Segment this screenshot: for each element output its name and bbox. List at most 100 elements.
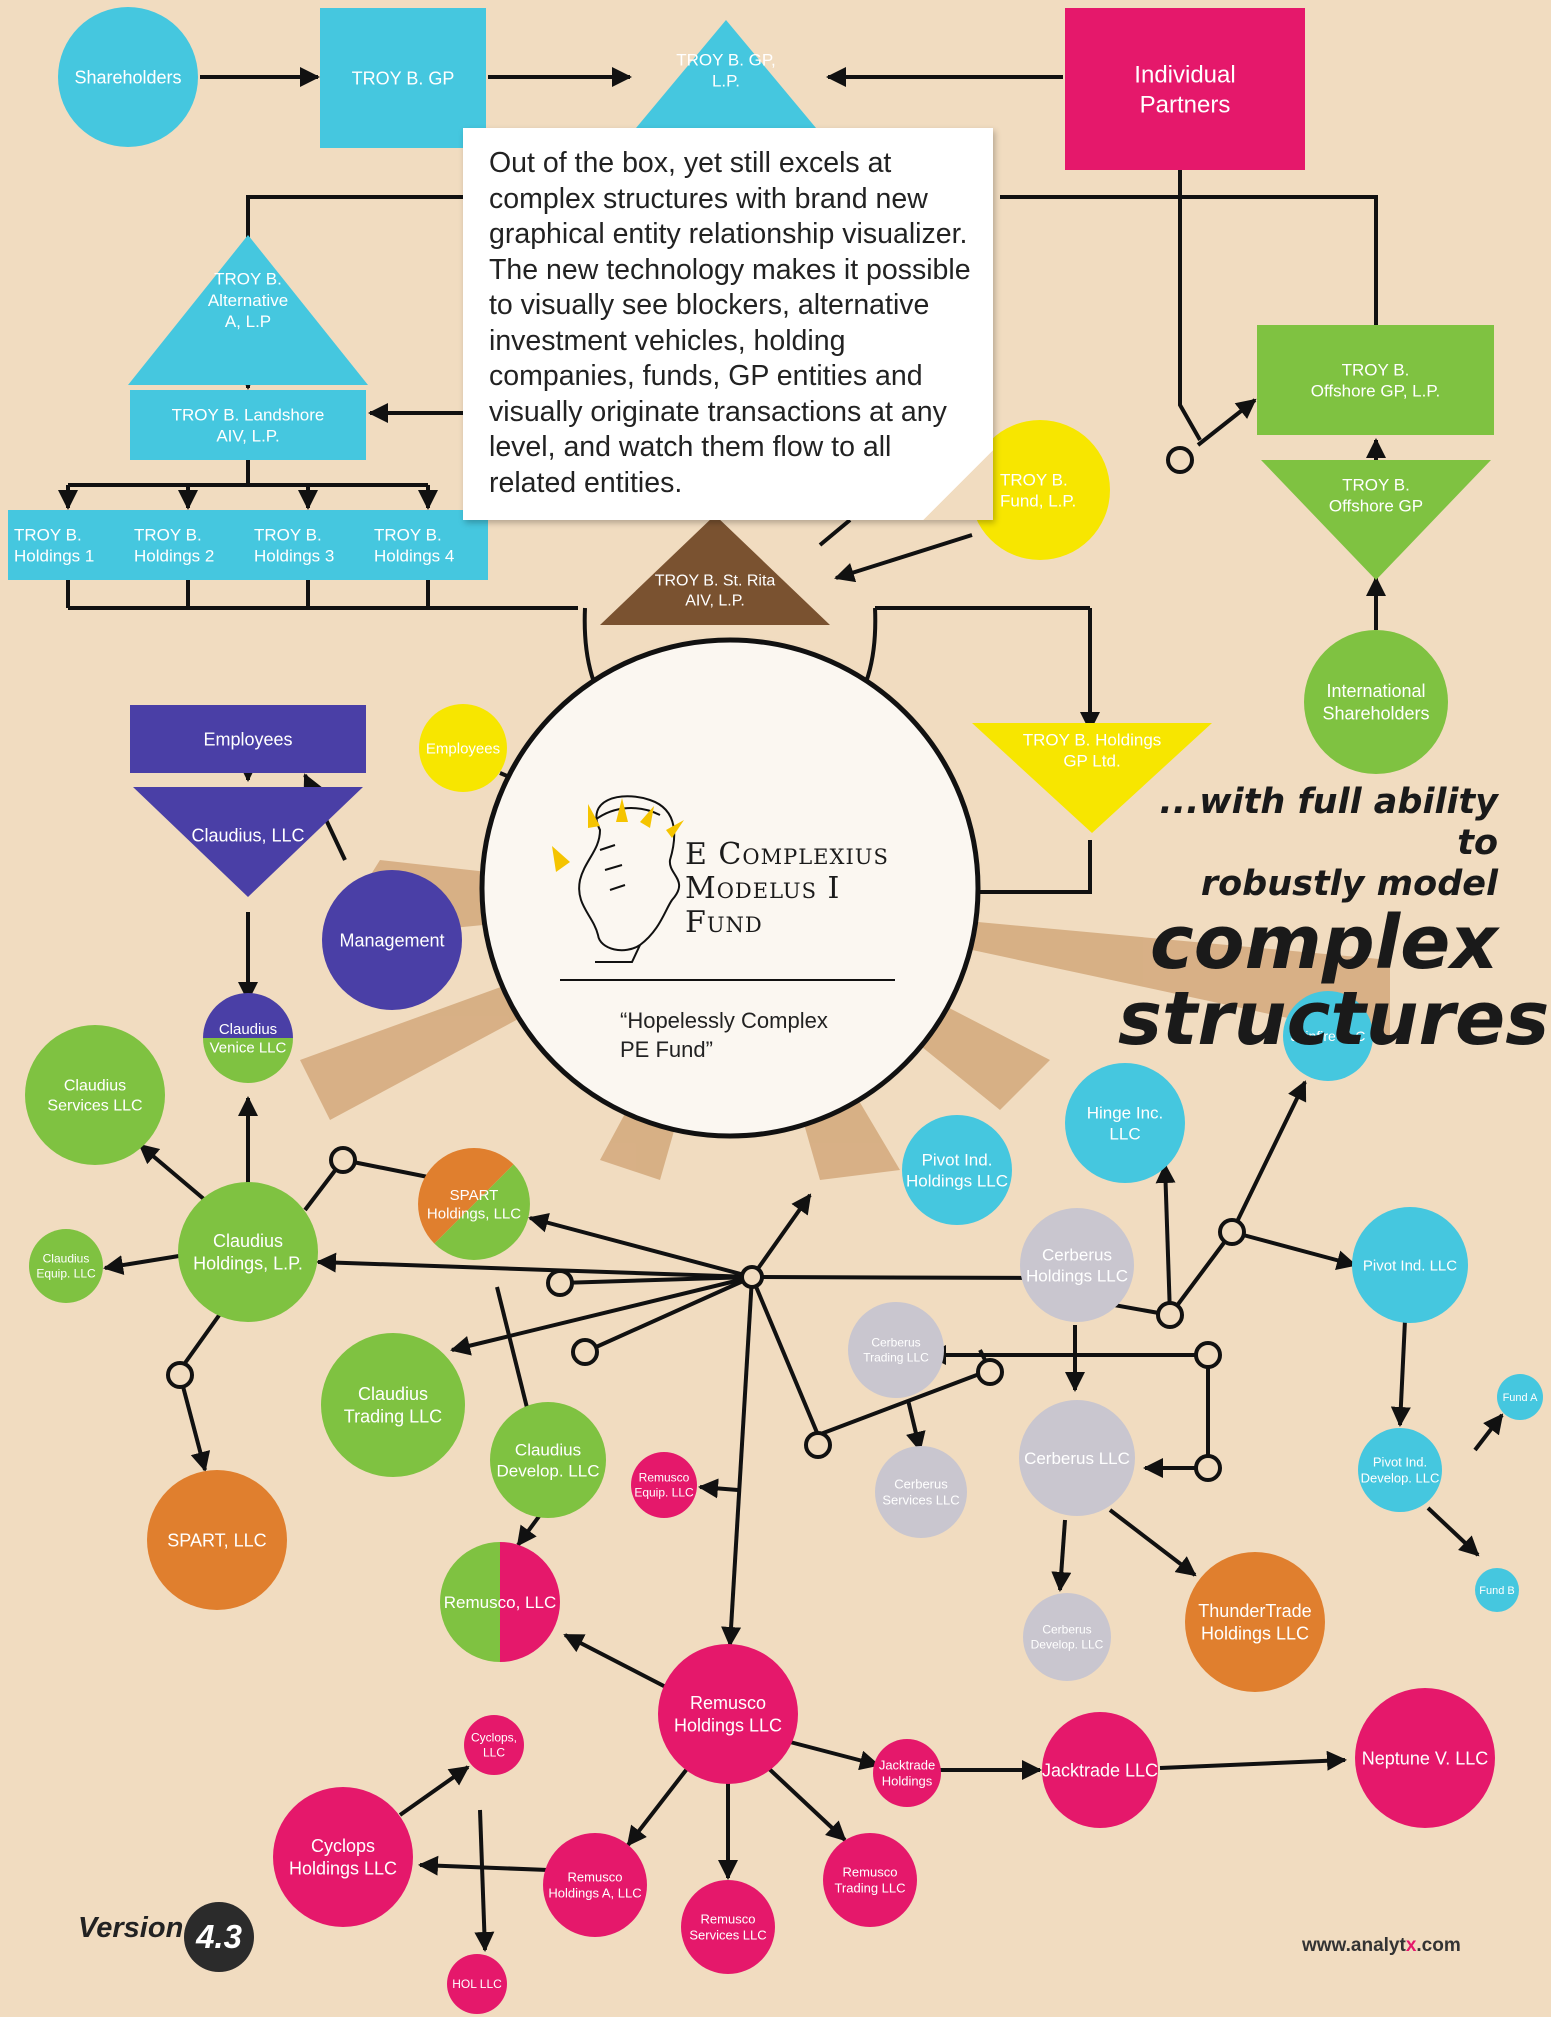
pivot-ind-develop-shape bbox=[1358, 1428, 1442, 1512]
claudius-services-shape bbox=[25, 1025, 165, 1165]
troy-b-fund-lp-node[interactable]: TROY B.Fund, L.P. bbox=[970, 420, 1110, 560]
spart-llc-shape bbox=[147, 1470, 287, 1610]
troy-b-holdings-3-node[interactable]: TROY B.Holdings 3 bbox=[248, 510, 368, 580]
remusco-trading-shape bbox=[823, 1833, 917, 1927]
hol-llc-node[interactable]: HOL LLC bbox=[447, 1954, 507, 2014]
troy-b-holdings-4-node[interactable]: TROY B.Holdings 4 bbox=[368, 510, 488, 580]
claudius-holdings-label-1: Claudius bbox=[213, 1231, 283, 1251]
thundertrade-shape bbox=[1185, 1552, 1325, 1692]
remusco-services-label-2: Services LLC bbox=[689, 1928, 766, 1943]
claudius-trading-label-1: Claudius bbox=[358, 1384, 428, 1404]
remusco-equip-shape bbox=[631, 1452, 697, 1518]
headline-tagline: ...with full ability to robustly model c… bbox=[1118, 782, 1549, 1057]
pivot-ind-holdings-shape bbox=[902, 1115, 1012, 1225]
fund-b-node[interactable]: Fund B bbox=[1475, 1568, 1519, 1612]
pivot-ind-llc-label-1: Pivot Ind. LLC bbox=[1363, 1257, 1457, 1274]
version-badge: 4.3 bbox=[184, 1902, 254, 1972]
troy-b-offshore-gp-node[interactable]: TROY B.Offshore GP bbox=[1261, 460, 1491, 580]
troy-b-gp-lp-label-2: L.P. bbox=[712, 72, 740, 91]
troy-b-offshore-gp-lp-label-2: Offshore GP, L.P. bbox=[1311, 382, 1440, 401]
fund-tagline-line-1: “Hopelessly Complex bbox=[620, 1008, 828, 1033]
cerberus-develop-shape bbox=[1023, 1593, 1111, 1681]
fund-a-node[interactable]: Fund A bbox=[1497, 1374, 1543, 1420]
joinfire-node[interactable]: Joinfire LLC bbox=[1283, 991, 1373, 1081]
troy-b-holdings-2-label-2: Holdings 2 bbox=[134, 547, 214, 566]
shareholders-node[interactable]: Shareholders bbox=[58, 7, 198, 147]
callout-text: Out of the box, yet still excels at comp… bbox=[489, 147, 971, 499]
hinge-inc-label-2: LLC bbox=[1109, 1125, 1140, 1144]
troy-b-gp-lp-node[interactable]: TROY B. GP,L.P. bbox=[626, 20, 826, 140]
troy-b-gp-shape bbox=[320, 8, 486, 148]
website-url[interactable]: www.analytx.com bbox=[1302, 1935, 1461, 1957]
employees-circle-node[interactable]: Employees bbox=[419, 704, 507, 792]
employees-box-shape bbox=[130, 705, 366, 773]
claudius-llc-node[interactable]: Claudius, LLC bbox=[133, 787, 363, 897]
troy-b-landshore-shape bbox=[130, 390, 366, 460]
troy-b-holdings-1-label-1: TROY B. bbox=[14, 525, 82, 544]
individual-partners-label-1: Individual bbox=[1134, 61, 1235, 88]
pivot-ind-develop-node[interactable]: Pivot Ind.Develop. LLC bbox=[1358, 1428, 1442, 1512]
remusco-holdings-label-2: Holdings LLC bbox=[674, 1716, 782, 1736]
pivot-ind-develop-label-1: Pivot Ind. bbox=[1373, 1454, 1427, 1469]
cerberus-services-shape bbox=[875, 1446, 967, 1538]
individual-partners-label-2: Partners bbox=[1140, 91, 1231, 118]
pivot-ind-llc-node[interactable]: Pivot Ind. LLC bbox=[1352, 1207, 1468, 1323]
international-shareholders-label-2: Shareholders bbox=[1322, 704, 1429, 724]
troy-b-offshore-gp-lp-node[interactable]: TROY B.Offshore GP, L.P. bbox=[1257, 325, 1494, 435]
management-node[interactable]: Management bbox=[322, 870, 462, 1010]
troy-b-holdings-1-node[interactable]: TROY B.Holdings 1 bbox=[8, 510, 128, 580]
fund-name-line-2: Modelus I bbox=[685, 871, 841, 906]
jacktrade-llc-node[interactable]: Jacktrade LLC bbox=[1042, 1712, 1158, 1828]
remusco-llc-node[interactable]: Remusco, LLC bbox=[440, 1542, 560, 1662]
neptune-v-node[interactable]: Neptune V. LLC bbox=[1355, 1688, 1495, 1828]
cerberus-llc-node[interactable]: Cerberus LLC bbox=[1019, 1400, 1135, 1516]
remusco-holdings-label-1: Remusco bbox=[690, 1693, 766, 1713]
troy-b-gp-node[interactable]: TROY B. GP bbox=[320, 8, 486, 148]
hinge-inc-node[interactable]: Hinge Inc.LLC bbox=[1065, 1063, 1185, 1183]
spart-llc-node[interactable]: SPART, LLC bbox=[147, 1470, 287, 1610]
joinfire-shape bbox=[1283, 991, 1373, 1081]
pivot-ind-holdings-node[interactable]: Pivot Ind.Holdings LLC bbox=[902, 1115, 1012, 1225]
claudius-services-label-1: Claudius bbox=[64, 1078, 126, 1095]
troy-b-alternative-label-1: TROY B. bbox=[214, 270, 282, 289]
spart-holdings-label-2: Holdings, LLC bbox=[427, 1206, 521, 1223]
cyclops-llc-node[interactable]: Cyclops,LLC bbox=[464, 1715, 524, 1775]
employees-box-node[interactable]: Employees bbox=[130, 705, 366, 773]
claudius-develop-label-2: Develop. LLC bbox=[496, 1462, 599, 1481]
fund-b-shape bbox=[1475, 1568, 1519, 1612]
shareholders-shape bbox=[58, 7, 198, 147]
troy-b-holdings-2-node[interactable]: TROY B.Holdings 2 bbox=[128, 510, 248, 580]
troy-b-landshore-label-1: TROY B. Landshore bbox=[172, 405, 325, 424]
central-fund-circle[interactable] bbox=[479, 637, 981, 1139]
fund-a-label-1: Fund A bbox=[1503, 1392, 1539, 1404]
tagline-line-3: complex bbox=[1149, 900, 1498, 986]
description-callout: Out of the box, yet still excels at comp… bbox=[463, 128, 993, 520]
remusco-trading-label-2: Trading LLC bbox=[834, 1881, 905, 1896]
